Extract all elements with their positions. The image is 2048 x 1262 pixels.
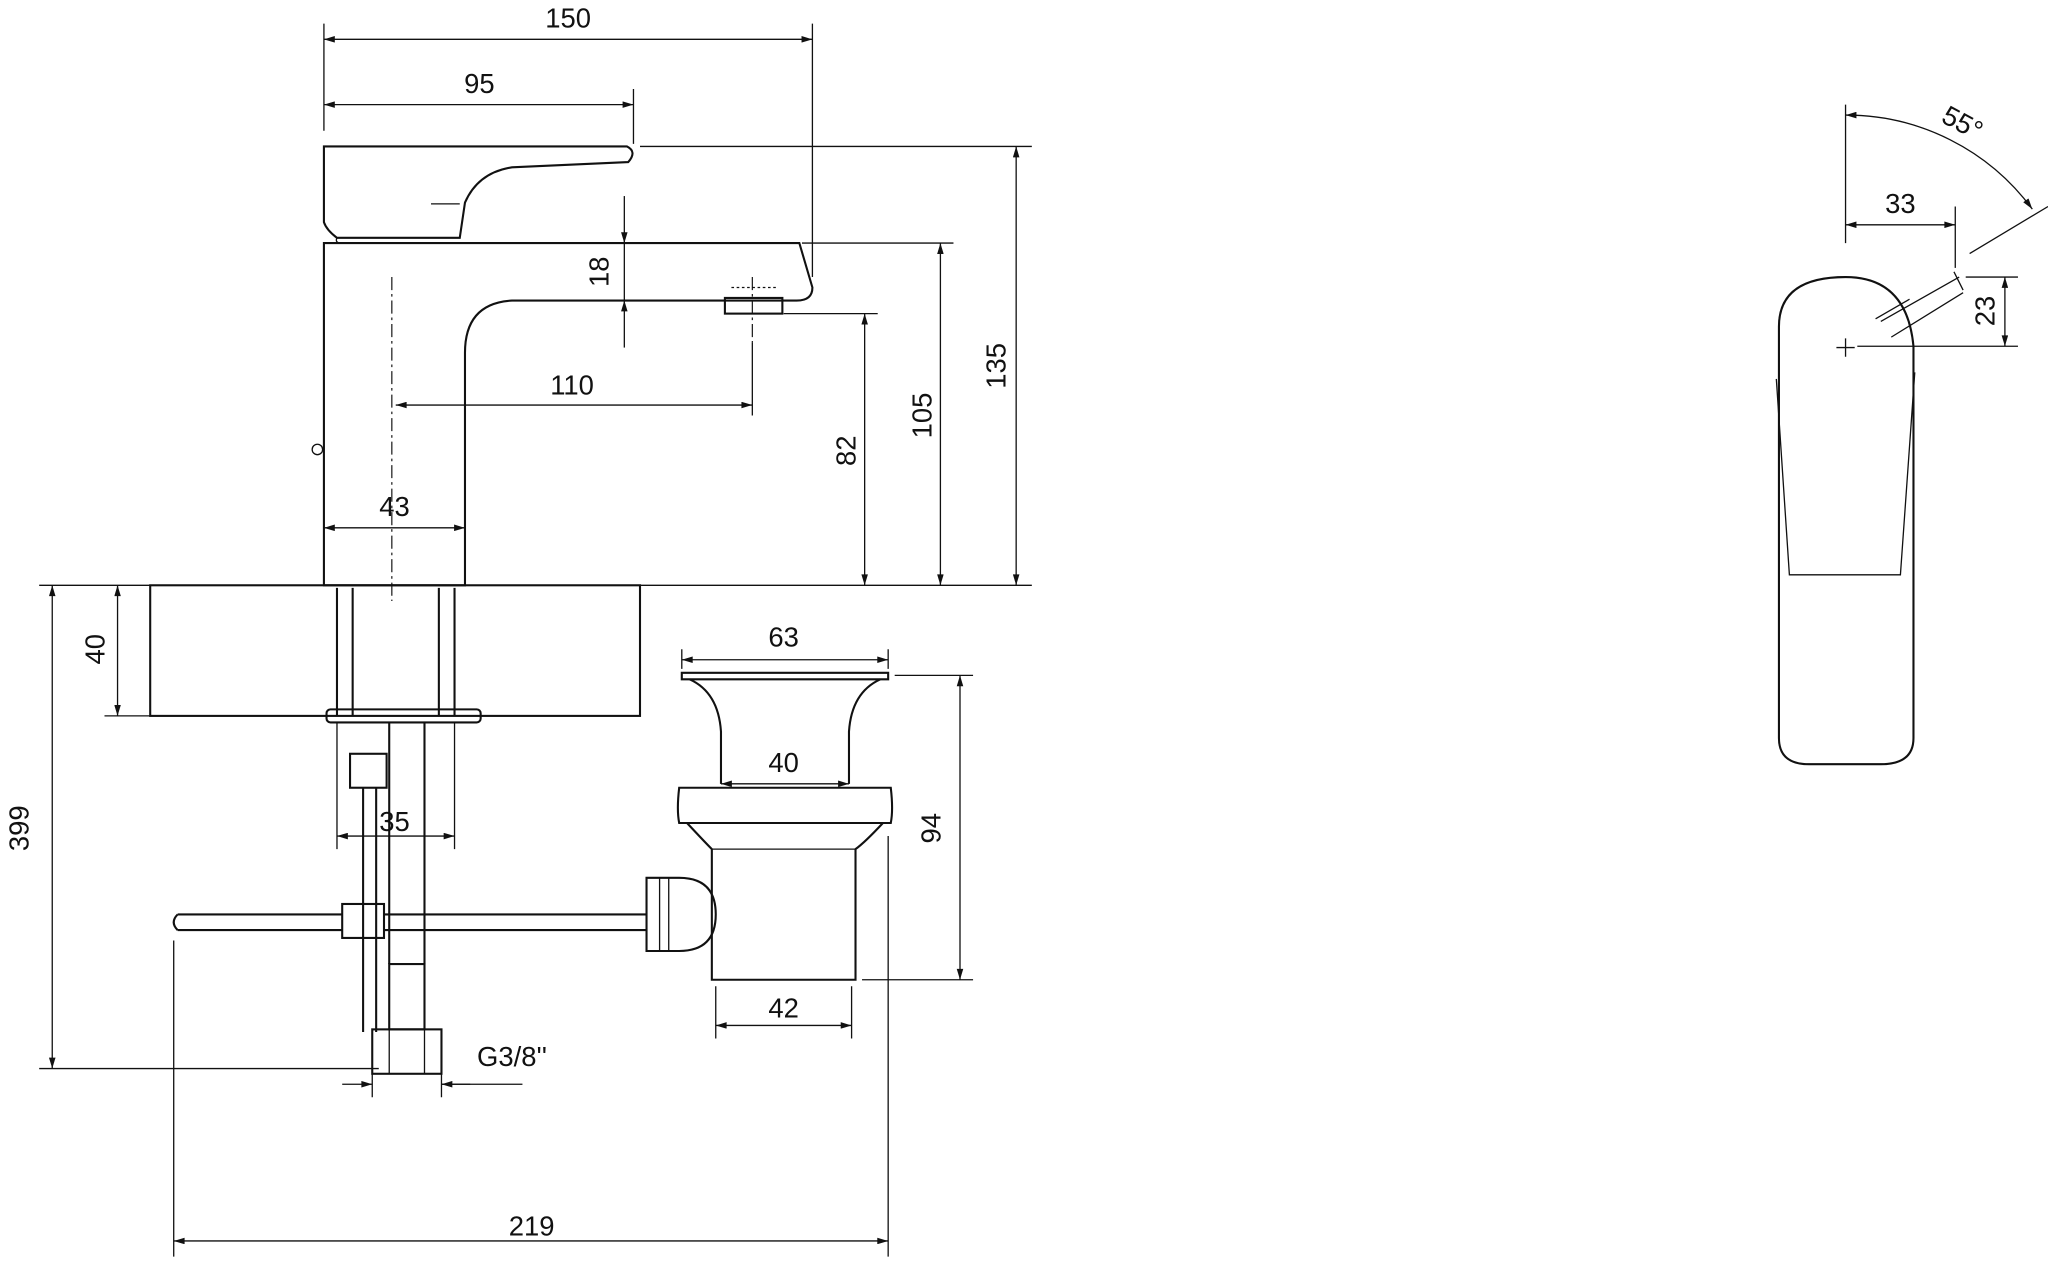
connection-label: G3/8'' [477, 1041, 547, 1072]
dim-135: 135 [981, 343, 1012, 389]
dim-399: 399 [4, 805, 35, 851]
angle-label: 55° [1937, 99, 1988, 146]
dim-42: 42 [768, 993, 798, 1024]
dim-219: 219 [509, 1211, 555, 1242]
dim-40-deck: 40 [79, 634, 110, 664]
dim-95: 95 [464, 68, 494, 99]
dim-40-waste: 40 [768, 747, 798, 778]
dim-105: 105 [906, 393, 937, 439]
dim-150: 150 [545, 3, 591, 34]
faucet-front-view [311, 145, 814, 601]
waste-assembly [645, 671, 894, 981]
dim-94: 94 [915, 813, 946, 843]
dim-63: 63 [768, 622, 798, 653]
dim-110: 110 [550, 370, 594, 401]
dimension-lines: 150 95 135 105 82 18 110 43 40 399 35 63… [4, 3, 1032, 1257]
lever-rise-label: 23 [1969, 296, 2000, 326]
dim-82: 82 [831, 436, 862, 466]
lever-offset-label: 33 [1885, 188, 1915, 219]
dim-43: 43 [379, 491, 409, 522]
dim-35: 35 [379, 806, 409, 837]
deck-and-supply [149, 584, 647, 1075]
dim-18: 18 [584, 257, 615, 287]
faucet-side-view: 55° 33 23 [1775, 99, 2048, 766]
